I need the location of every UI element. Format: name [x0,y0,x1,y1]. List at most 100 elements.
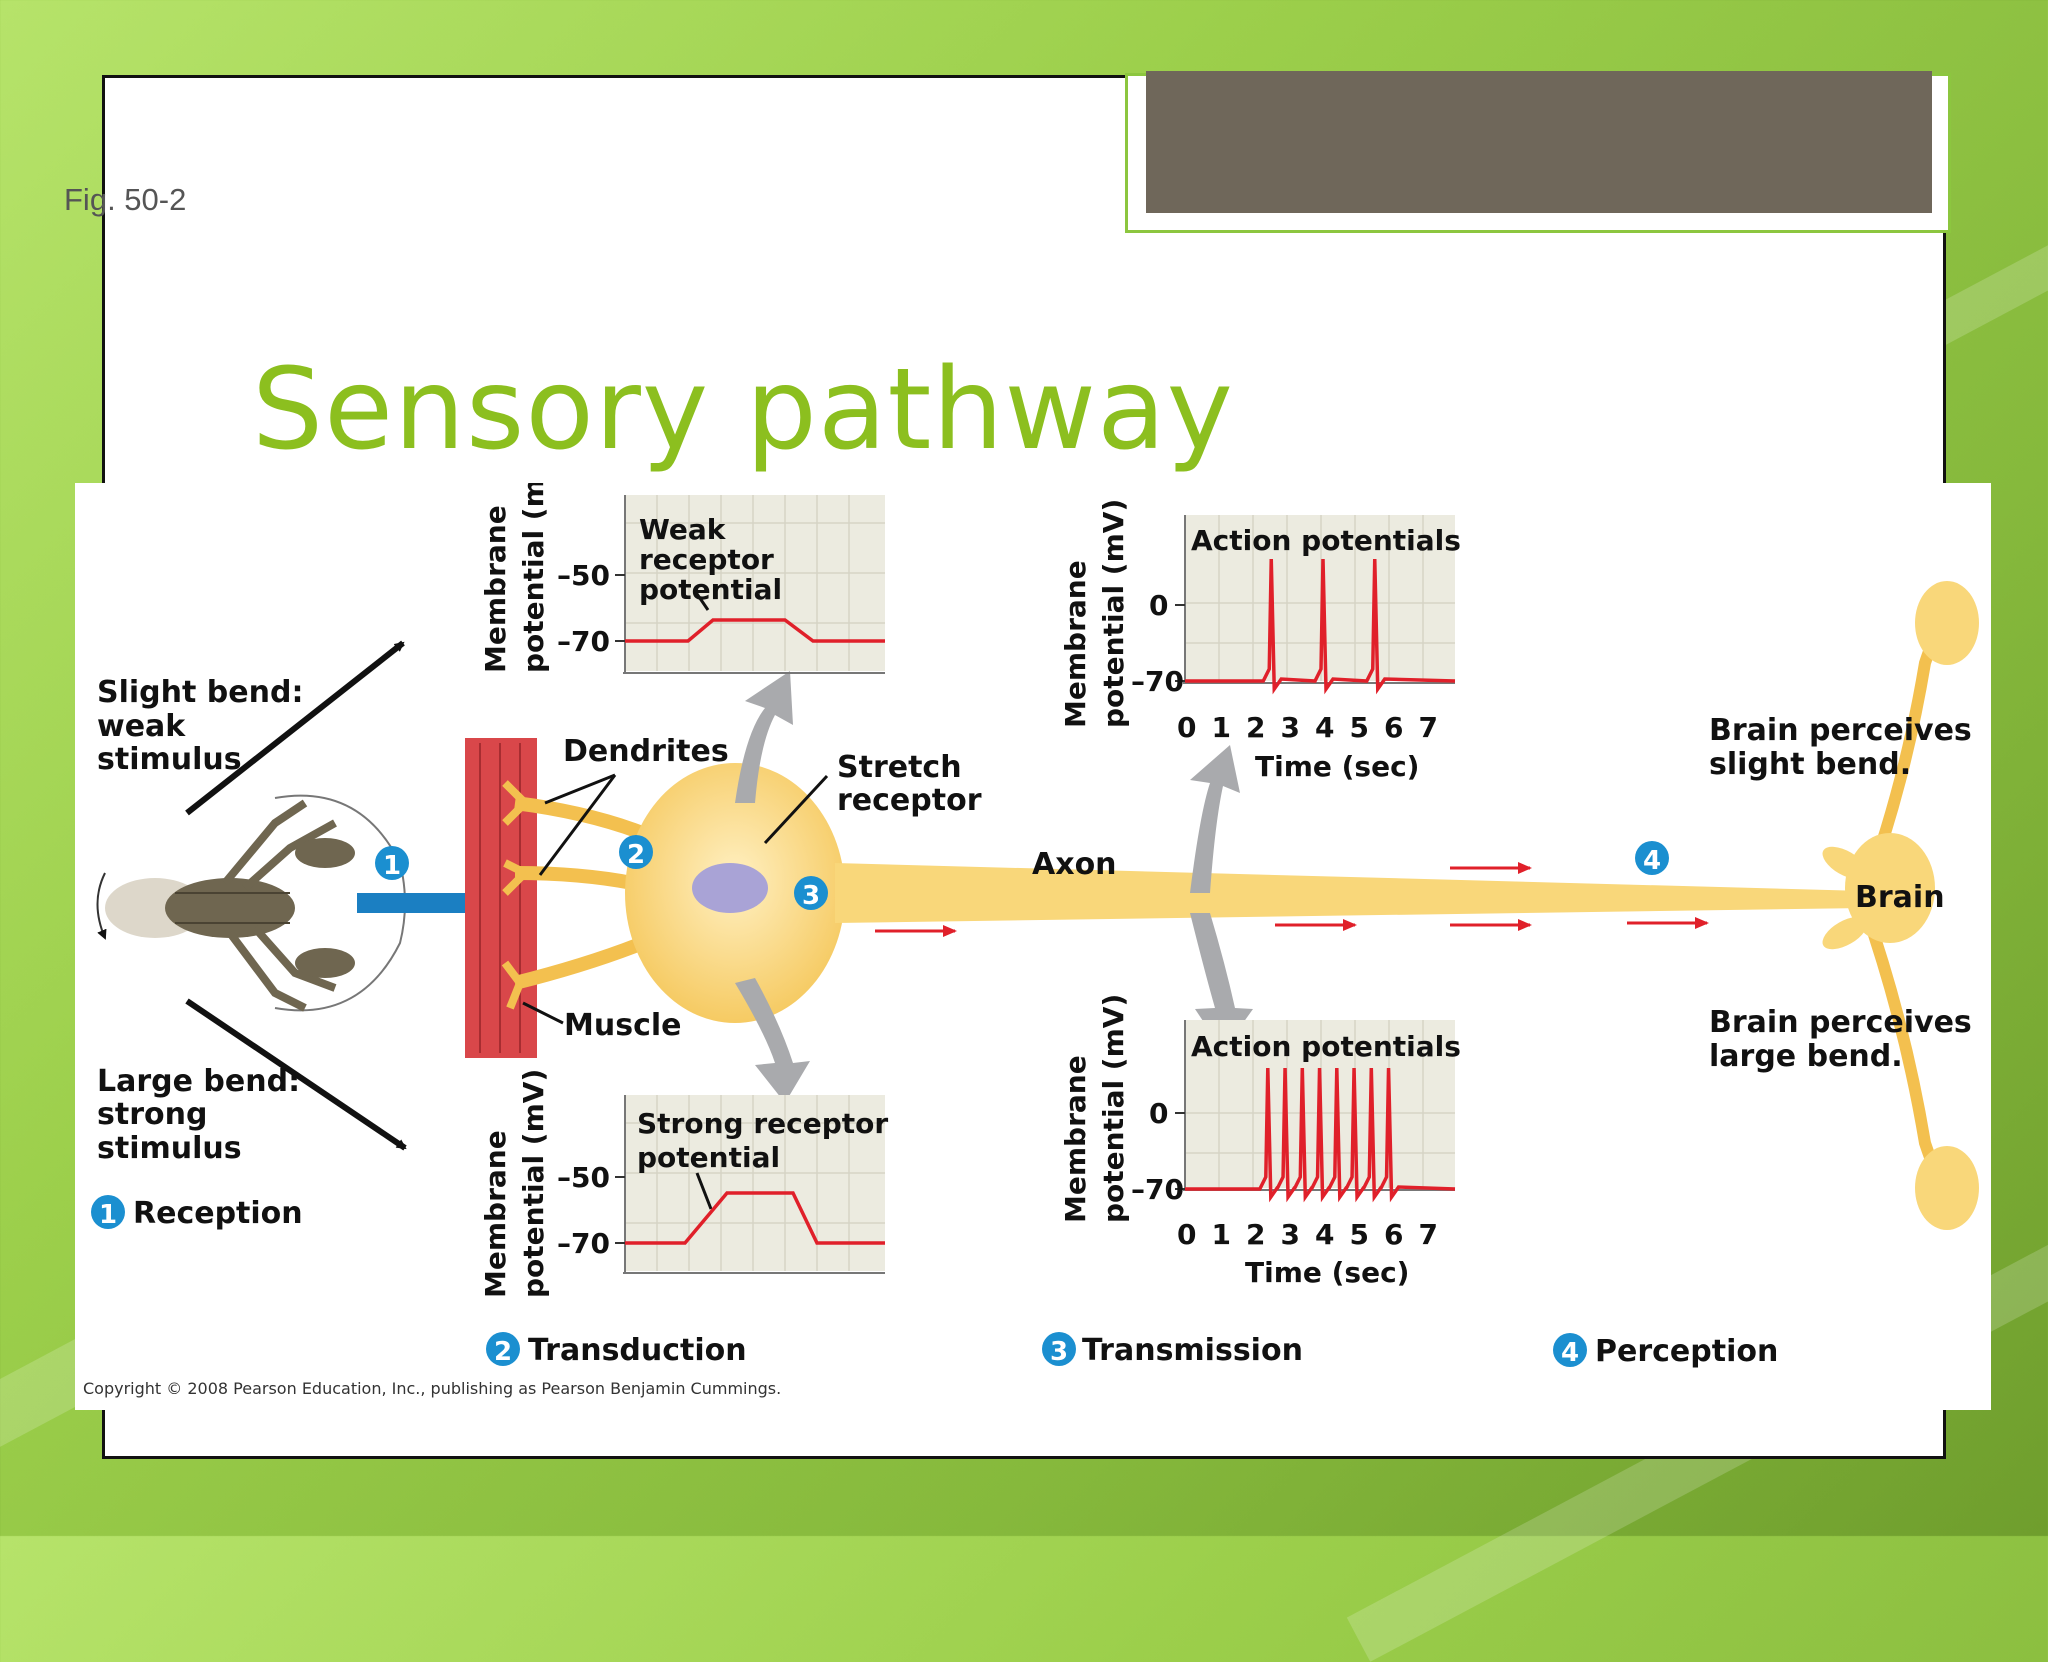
svg-text:Brain perceives: Brain perceives [1709,1005,1972,1040]
svg-text:strong: strong [97,1097,207,1132]
time-tick-label: 6 [1384,711,1403,744]
svg-text:Slight bend:: Slight bend: [97,675,303,710]
svg-text:Time (sec): Time (sec) [1245,1256,1409,1289]
svg-text:0: 0 [1149,589,1168,622]
svg-text:1: 1 [99,1200,117,1230]
time-tick-label: 7 [1419,1218,1438,1251]
svg-text:Stretch: Stretch [837,750,962,785]
time-tick-label: 6 [1384,1218,1403,1251]
time-tick-label: 2 [1246,711,1265,744]
svg-text:potential (mV): potential (mV) [1097,499,1130,728]
svg-text:Transduction: Transduction [528,1333,747,1368]
svg-text:Reception: Reception [133,1196,303,1231]
time-tick-label: 5 [1350,711,1369,744]
svg-text:Strong receptor: Strong receptor [637,1107,888,1140]
svg-text:potential (mV): potential (mV) [517,483,550,673]
time-tick-label: 3 [1281,1218,1300,1251]
svg-text:Membrane: Membrane [1059,560,1092,728]
svg-text:–70: –70 [557,625,610,658]
svg-text:stimulus: stimulus [97,742,242,777]
step-caption-transduction: 2 Transduction [486,1332,747,1368]
time-tick-label: 0 [1177,711,1196,744]
svg-text:potential (mV): potential (mV) [517,1069,550,1298]
step-4-marker: 4 [1635,841,1669,876]
svg-text:2: 2 [494,1337,512,1367]
copyright-text: Copyright © 2008 Pearson Education, Inc.… [83,1379,781,1398]
time-tick-label: 1 [1212,1218,1231,1251]
muscle-label: Muscle [564,1008,681,1043]
action-potential-trace [1185,1067,1456,1203]
time-tick-label: 4 [1315,711,1334,744]
stimulus-blue-arrow [357,873,505,933]
signal-arrows [875,862,1709,937]
svg-text:Membrane: Membrane [479,1130,512,1298]
svg-text:weak: weak [97,709,186,744]
step-caption-perception: 4 Perception [1553,1333,1778,1369]
svg-text:Action potentials: Action potentials [1191,1030,1461,1063]
svg-text:–70: –70 [557,1227,610,1260]
graph-weak-receptor: –50 –70 Weak receptor potential Membrane… [479,483,885,674]
action-potential-trace [1185,558,1456,695]
svg-text:Membrane: Membrane [1059,1055,1092,1223]
title-placeholder-box [1125,71,1951,233]
stimulus-slight-text: Slight bend: weak stimulus [97,675,303,777]
brain-slight-text: Brain perceives slight bend. [1709,713,1972,782]
svg-text:Action potentials: Action potentials [1191,524,1461,557]
time-tick-label: 5 [1350,1218,1369,1251]
svg-text:Perception: Perception [1595,1334,1778,1369]
svg-text:2: 2 [627,840,645,870]
sensory-pathway-diagram: Slight bend: weak stimulus Large bend: s… [75,483,1991,1410]
svg-text:4: 4 [1643,846,1661,876]
svg-text:receptor: receptor [639,543,774,576]
time-tick-label: 2 [1246,1218,1265,1251]
time-tick-label: 4 [1315,1218,1334,1251]
brain-label: Brain [1855,880,1945,915]
time-tick-label: 7 [1419,711,1438,744]
svg-text:0: 0 [1149,1097,1168,1130]
svg-text:potential: potential [639,573,782,606]
brain [1822,581,1979,1230]
step-caption-reception: 1 Reception [91,1195,303,1231]
svg-text:slight bend.: slight bend. [1709,747,1911,782]
svg-text:4: 4 [1561,1338,1579,1368]
brain-large-text: Brain perceives large bend. [1709,1005,1972,1074]
stimulus-large-text: Large bend: strong stimulus [97,1064,300,1166]
dendrites-label: Dendrites [563,734,729,769]
svg-text:–50: –50 [557,1161,610,1194]
svg-text:Time (sec): Time (sec) [1255,750,1419,783]
step-2-marker: 2 [619,835,653,870]
svg-text:–70: –70 [1131,665,1184,698]
figure-label: Fig. 50-2 [64,182,187,217]
stretch-receptor-neuron [501,763,1865,1023]
svg-text:large bend.: large bend. [1709,1039,1903,1074]
svg-text:3: 3 [802,881,820,911]
svg-text:Membrane: Membrane [479,505,512,673]
step-caption-transmission: 3 Transmission [1042,1332,1303,1368]
stretch-receptor-label: Stretch receptor [837,750,982,818]
svg-text:Brain perceives: Brain perceives [1709,713,1972,748]
time-tick-label: 1 [1212,711,1231,744]
slide-title: Sensory pathway [252,345,1234,475]
svg-text:3: 3 [1050,1337,1068,1367]
crayfish-illustration [96,794,406,1012]
svg-text:potential (mV): potential (mV) [1097,994,1130,1223]
graph-strong-receptor: –50 –70 Strong receptor potential Membra… [479,1069,888,1298]
title-placeholder-fill [1146,71,1932,213]
time-tick-label: 3 [1281,711,1300,744]
svg-text:stimulus: stimulus [97,1131,242,1166]
muscle [465,738,537,1058]
svg-text:1: 1 [383,851,401,881]
svg-text:–50: –50 [557,559,610,592]
svg-text:Large bend:: Large bend: [97,1064,300,1099]
svg-text:–70: –70 [1131,1173,1184,1206]
svg-text:Transmission: Transmission [1082,1333,1303,1368]
svg-text:potential: potential [637,1141,780,1174]
gray-arrows [735,671,1253,1103]
svg-text:receptor: receptor [837,783,982,818]
step-1-marker: 1 [375,846,409,881]
time-tick-label: 0 [1177,1218,1196,1251]
step-3-marker: 3 [794,876,828,911]
axon-label: Axon [1032,847,1117,882]
